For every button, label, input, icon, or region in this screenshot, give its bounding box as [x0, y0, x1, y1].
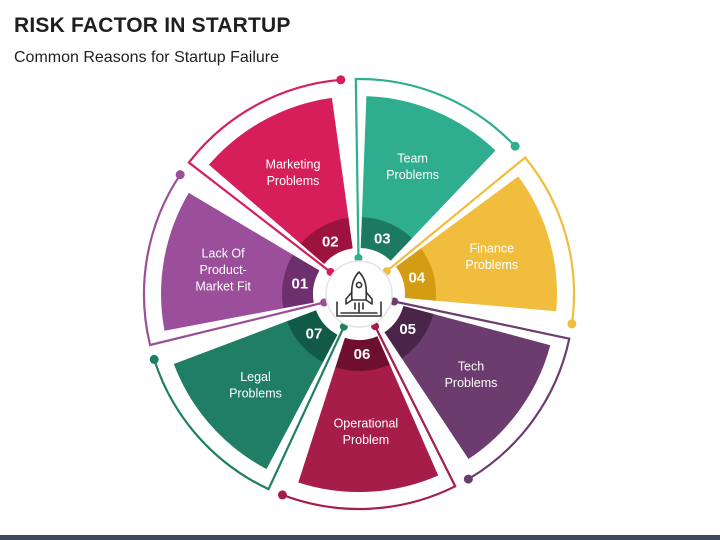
segment-number-01: 01	[292, 276, 309, 293]
segment-number-band-04	[396, 248, 436, 301]
segment-outline-02	[187, 78, 341, 273]
segment-label-line: Product-	[199, 263, 246, 277]
segment-number-band-03	[360, 217, 413, 261]
segment-number-band-01	[281, 254, 320, 309]
segment-number-band-02	[300, 217, 353, 264]
segment-number-06: 06	[354, 346, 371, 363]
segment-dot-outer-02	[336, 75, 346, 85]
center-circle	[325, 260, 393, 328]
segment-number-band-07	[287, 310, 338, 363]
segment-label-line: Lack Of	[202, 247, 246, 261]
segment-label-line: Legal	[240, 370, 271, 384]
segment-dot-outer-04	[567, 319, 577, 329]
segment-dot-outer-01	[175, 170, 185, 180]
segment-label-line: Marketing	[266, 158, 321, 172]
segment-number-05: 05	[399, 321, 416, 338]
segment-label-line: Problems	[445, 376, 498, 390]
segment-05	[401, 313, 551, 459]
segment-number-07: 07	[306, 326, 323, 343]
segment-label-line: Problems	[229, 387, 282, 401]
segment-label-line: Team	[397, 152, 428, 166]
segment-number-band-05	[384, 305, 434, 359]
segment-outlines	[142, 75, 577, 511]
segment-outline-06	[282, 325, 457, 511]
segment-label-line: Problems	[267, 174, 320, 188]
segment-03	[361, 96, 496, 239]
segment-01	[161, 192, 294, 331]
segment-outline-01	[142, 174, 325, 347]
segment-02	[208, 97, 349, 245]
page-title: RISK FACTOR IN STARTUP	[14, 14, 291, 37]
segment-04	[420, 176, 557, 312]
page-subtitle: Common Reasons for Startup Failure	[14, 49, 279, 66]
center-hub	[325, 260, 393, 328]
segment-dot-outer-07	[149, 354, 159, 364]
segment-label-line: Problems	[465, 258, 518, 272]
segment-label-line: Tech	[458, 359, 484, 373]
footer-bar	[0, 535, 720, 540]
segment-outline-04	[386, 155, 576, 325]
segment-number-band-06	[335, 336, 390, 372]
segment-outline-05	[393, 300, 571, 481]
segment-label-line: Problem	[343, 433, 390, 447]
rocket-icon	[336, 271, 382, 317]
segment-label-line: Problems	[386, 168, 439, 182]
segment-07	[173, 320, 324, 470]
segment-label-line: Operational	[334, 417, 399, 431]
segment-outline-03	[354, 77, 516, 259]
segment-label-01: Lack Of Product- Market Fit	[195, 247, 251, 294]
segment-06	[298, 363, 439, 493]
segment-label-line: Market Fit	[195, 280, 251, 294]
segment-dot-outer-05	[463, 474, 473, 484]
segment-dot-outer-06	[277, 490, 287, 500]
segment-dot-outer-03	[510, 141, 520, 151]
segment-number-03: 03	[374, 231, 391, 248]
segment-number-02: 02	[322, 233, 339, 250]
segment-dot-inner-03	[354, 254, 363, 263]
segment-outline-07	[153, 326, 345, 491]
segment-number-04: 04	[408, 270, 425, 287]
segment-label-line: Finance	[470, 241, 515, 255]
